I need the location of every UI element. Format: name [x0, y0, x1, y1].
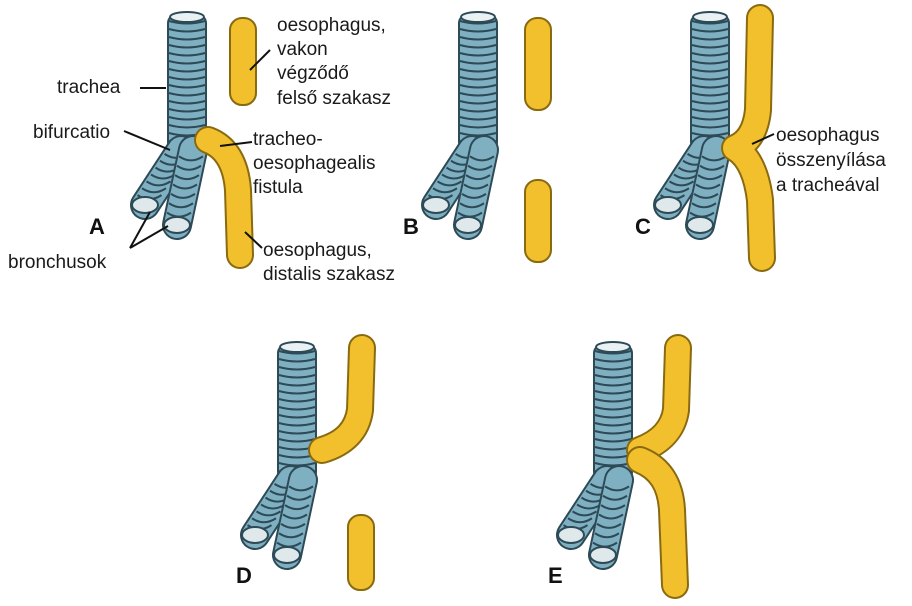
label-leader-line: [244, 231, 263, 249]
bronchus-icon: [653, 135, 719, 220]
label-bronchusok: bronchusok: [8, 252, 107, 273]
label-leader-line: [129, 225, 169, 249]
trachea-icon: [653, 11, 731, 240]
esophagus-icon: [626, 446, 689, 599]
label-oesophagus-distal-line2: distalis szakasz: [263, 264, 395, 285]
label-trachea: trachea: [57, 77, 121, 98]
esophagus-icon: [524, 17, 552, 111]
label-leader-line: [123, 130, 171, 151]
label-fusion-line1: oesophagus: [776, 125, 880, 146]
panel-label-c: C: [635, 214, 651, 239]
bronchus-icon: [685, 135, 731, 240]
label-oesophagus-distal-line1: oesophagus,: [263, 240, 372, 261]
label-leader-line: [249, 49, 271, 71]
label-fusion-line3: a tracheával: [776, 175, 880, 196]
label-fistula-line1: tracheo-: [253, 129, 323, 150]
esophagus-icon: [347, 514, 375, 591]
esophagus-icon: [626, 334, 692, 464]
esophagus-icon: [194, 126, 254, 269]
panel-label-d: D: [236, 563, 252, 588]
trachea-icon: [130, 11, 208, 240]
label-fusion-line2: összenyílása: [776, 150, 886, 171]
esophagus-icon: [721, 4, 776, 272]
label-leader-line: [129, 211, 151, 249]
label-fistula-line2: oesophagealis: [253, 153, 376, 174]
panel-label-e: E: [548, 563, 563, 588]
bronchus-icon: [453, 135, 499, 240]
label-oesophagus-upper-line4: felső szakasz: [277, 88, 392, 109]
label-bifurcatio: bifurcatio: [33, 122, 111, 143]
label-oesophagus-upper-line2: vakon: [277, 39, 328, 60]
label-leader-line: [219, 141, 253, 147]
label-fistula-line3: fistula: [253, 177, 303, 198]
bronchus-icon: [162, 135, 208, 240]
label-oesophagus-upper-line1: oesophagus,: [277, 15, 386, 36]
bronchus-icon: [272, 465, 318, 570]
bronchus-icon: [130, 135, 196, 220]
esophagus-icon: [524, 179, 552, 263]
esophagus-icon: [308, 334, 376, 464]
trachea-icon: [240, 341, 318, 570]
trachea-icon: [556, 341, 634, 570]
label-leader-line: [751, 133, 775, 145]
panel-label-b: B: [403, 214, 419, 239]
esophagus-icon: [229, 17, 257, 106]
label-oesophagus-upper-line3: végződő: [277, 63, 349, 84]
trachea-icon: [421, 11, 499, 240]
panel-label-a: A: [89, 214, 105, 239]
bronchus-icon: [240, 465, 306, 550]
bronchus-icon: [588, 465, 634, 570]
bronchus-icon: [556, 465, 622, 550]
